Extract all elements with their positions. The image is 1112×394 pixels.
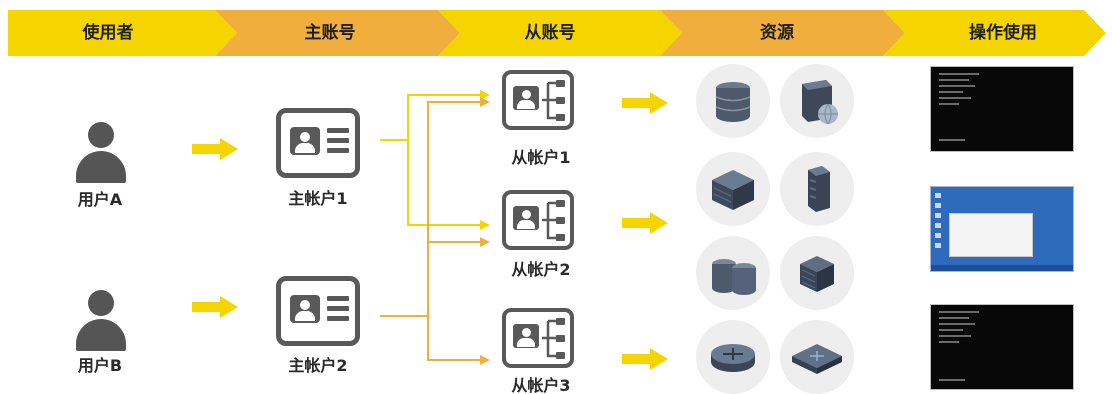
storage-cluster-icon (696, 236, 770, 310)
sub-account-2-label: 从帐户2 (511, 260, 571, 279)
router-icon (696, 320, 770, 394)
sub-account-card-icon (502, 190, 574, 250)
header-sub-account: 从账号 (524, 23, 576, 43)
header-band-shapes (8, 10, 1106, 56)
windows-desktop-screenshot (930, 186, 1074, 272)
taskbar (931, 265, 1073, 271)
user-b-label: 用户B (77, 356, 123, 375)
id-card-icon (276, 276, 360, 346)
id-card-icon (276, 108, 360, 178)
header-band: 使用者 主账号 从账号 资源 操作使用 (8, 10, 1106, 56)
tree-icon (542, 200, 565, 241)
tower-server-icon (780, 152, 854, 226)
connector-orange (427, 316, 480, 361)
header-master-account: 主账号 (304, 23, 356, 43)
header-resources: 资源 (760, 23, 794, 43)
terminal-screenshot (930, 304, 1074, 390)
tree-icon (542, 318, 565, 359)
user-head (88, 122, 114, 148)
terminal-screenshot (930, 66, 1074, 152)
arrow-right-icon (622, 348, 668, 370)
arrow-right-icon (192, 296, 238, 318)
sub-account-3-label: 从帐户3 (511, 376, 571, 394)
network-cube-icon (780, 236, 854, 310)
user-head (88, 290, 114, 316)
tree-icon (542, 80, 565, 121)
web-server-icon (780, 64, 854, 138)
avatar (513, 324, 539, 348)
connector-orange (380, 101, 480, 317)
sub-account-card-icon (502, 308, 574, 368)
header-segment-5 (883, 10, 1106, 56)
header-segment-1 (8, 10, 237, 56)
master-account-1-label: 主帐户1 (288, 189, 348, 208)
header-segment-2 (215, 10, 460, 56)
arrow-right-icon (192, 138, 238, 160)
user-icon (72, 122, 130, 184)
user-a-label: 用户A (77, 190, 123, 209)
arrow-right-icon (622, 212, 668, 234)
header-segment-3 (438, 10, 682, 56)
connector-yellow (407, 140, 480, 226)
user-icon (72, 290, 130, 352)
header-operation: 操作使用 (969, 23, 1037, 43)
dialog-window (949, 213, 1033, 257)
server-box-icon (696, 152, 770, 226)
database-icon (696, 64, 770, 138)
avatar (513, 86, 539, 110)
switch-icon (780, 320, 854, 394)
connector-yellow (380, 94, 480, 141)
avatar (513, 206, 539, 230)
sub-account-1-label: 从帐户1 (511, 148, 571, 167)
sub-account-card-icon (502, 70, 574, 130)
master-account-2-label: 主帐户2 (288, 356, 348, 375)
arrow-right-icon (622, 92, 668, 114)
avatar (290, 295, 320, 323)
header-user: 使用者 (82, 23, 134, 43)
header-segment-4 (660, 10, 905, 56)
avatar (290, 127, 320, 155)
